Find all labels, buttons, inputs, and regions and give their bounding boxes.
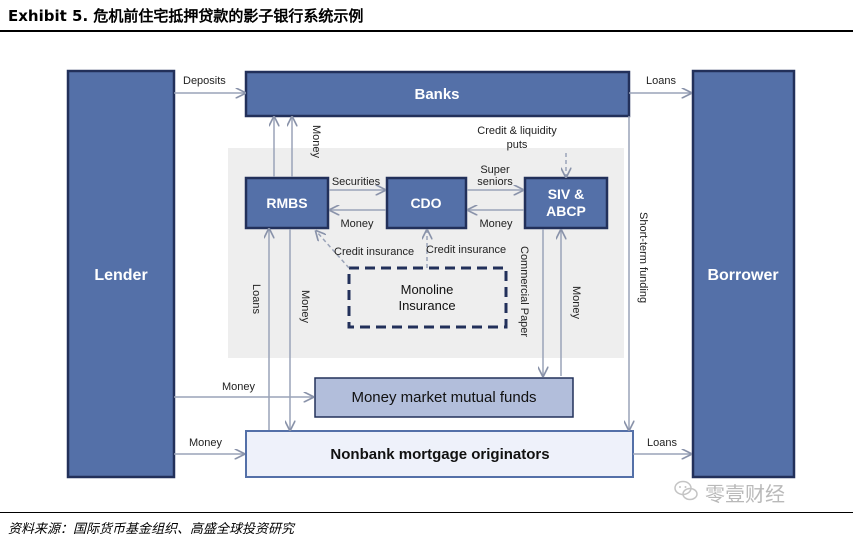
monoline-label-line2: Insurance	[398, 298, 455, 313]
label-money-cdo-rmbs: Money	[340, 218, 374, 230]
label-money-lender-nonbank: Money	[189, 437, 223, 449]
lender-label: Lender	[94, 267, 147, 284]
label-loans-bottom: Loans	[647, 437, 677, 449]
rmbs-label: RMBS	[266, 195, 307, 211]
cdo-box[interactable]	[385, 176, 468, 230]
monoline-insurance-box[interactable]	[347, 266, 508, 329]
label-money-lender-mmmf: Money	[222, 381, 256, 393]
arrow-credit-insurance-1	[316, 231, 350, 269]
lender-box[interactable]	[66, 69, 176, 479]
label-credit-insurance-2: Credit insurance	[426, 244, 506, 256]
source-note: 资料来源：国际货币基金组织、高盛全球投资研究	[8, 522, 295, 537]
siv-label-line1: SIV &	[548, 186, 585, 202]
label-money-rmbs-nonbank: Money	[299, 290, 311, 324]
label-short-term-funding: Short-term funding	[637, 212, 649, 303]
page-title: Exhibit 5. 危机前住宅抵押贷款的影子银行系统示例	[8, 7, 364, 25]
watermark: 零壹财经	[705, 482, 785, 506]
borrower-box[interactable]	[691, 69, 796, 479]
borrower-label: Borrower	[707, 267, 778, 284]
label-credit-liquidity-line1: Credit & liquidity	[477, 125, 557, 137]
label-credit-liquidity-line2: puts	[507, 139, 528, 151]
label-super-seniors-line1: Super	[480, 164, 510, 176]
shadow-banking-diagram: Lender Borrower Banks RMBS CDO SIV & ABC…	[66, 69, 796, 479]
nonbank-box[interactable]	[245, 430, 634, 478]
monoline-label-line1: Monoline	[401, 282, 454, 297]
cdo-label: CDO	[410, 195, 441, 211]
rmbs-box[interactable]	[244, 176, 330, 230]
label-money-banks-rmbs: Money	[310, 125, 322, 159]
nonbank-label: Nonbank mortgage originators	[330, 446, 549, 463]
label-super-seniors-line2: seniors	[477, 176, 513, 188]
siv-label-line2: ABCP	[546, 203, 586, 219]
footer-rule	[0, 512, 853, 513]
mmmf-label: Money market mutual funds	[351, 389, 536, 406]
label-money-siv-cdo: Money	[479, 218, 513, 230]
banks-box[interactable]	[244, 70, 631, 118]
label-loans-top: Loans	[646, 75, 676, 87]
banks-label: Banks	[414, 86, 459, 103]
mmmf-box[interactable]	[314, 377, 574, 418]
label-securities: Securities	[332, 176, 381, 188]
label-commercial-paper: Commercial Paper	[518, 246, 530, 337]
title-rule	[0, 30, 853, 32]
label-loans-rmbs: Loans	[250, 284, 262, 314]
label-deposits: Deposits	[183, 75, 226, 87]
label-credit-insurance-1: Credit insurance	[334, 246, 414, 258]
label-money-mmmf-siv: Money	[570, 286, 582, 320]
wechat-icon	[674, 480, 698, 501]
